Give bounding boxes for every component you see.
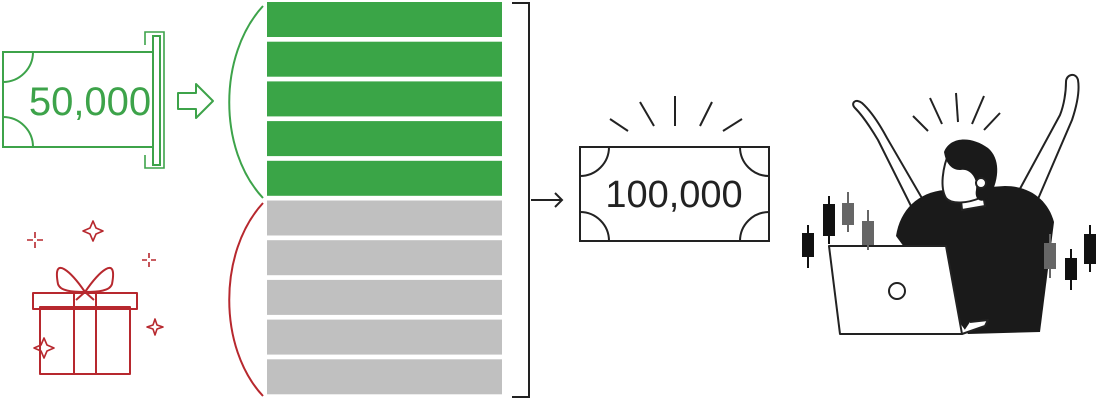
gift-icon — [32, 266, 138, 375]
arrow-right-icon — [531, 192, 564, 208]
funded-bracket — [228, 5, 264, 199]
bonus-block — [267, 200, 502, 236]
bonus-block — [267, 279, 502, 315]
bonus-block — [267, 240, 502, 276]
bonus-bracket — [228, 202, 264, 397]
result-amount: 100,000 — [605, 174, 742, 216]
funded-block — [267, 41, 502, 77]
funded-block — [267, 2, 502, 37]
account-blocks — [267, 2, 502, 395]
bonus-block — [267, 359, 502, 395]
candlestick-icons — [802, 192, 1096, 290]
funded-block — [267, 81, 502, 117]
rays-icon — [609, 96, 743, 132]
funded-block — [267, 121, 502, 157]
deposit-banknote — [2, 31, 165, 169]
total-bracket — [512, 2, 530, 398]
result-banknote — [579, 146, 770, 242]
celebrating-trader-icon — [802, 74, 1096, 335]
deposit-amount: 50,000 — [29, 80, 151, 124]
sparkle-icons — [27, 220, 164, 359]
arrow-right-icon — [177, 83, 214, 119]
funded-block — [267, 160, 502, 196]
bonus-block — [267, 319, 502, 355]
